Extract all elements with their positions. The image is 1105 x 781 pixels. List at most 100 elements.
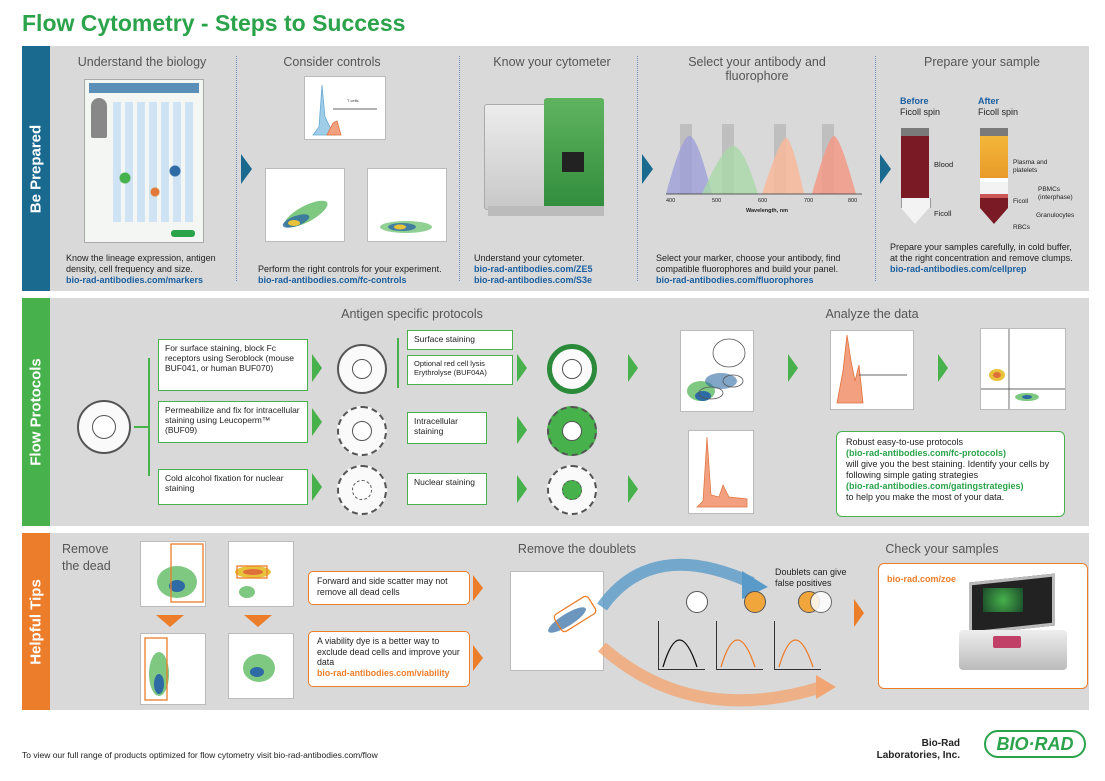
doublet-arc-diagram	[582, 547, 852, 707]
protocol-box: Permeabilize and fix for intracellular s…	[158, 401, 308, 443]
s3e-link[interactable]: bio-rad-antibodies.com/S3e	[474, 275, 593, 285]
arrow-right-icon	[312, 473, 322, 501]
nucleus-icon	[562, 421, 582, 441]
cytometer-image	[484, 98, 612, 222]
svg-text:800: 800	[848, 198, 857, 204]
section-heading: Analyze the data	[825, 307, 919, 321]
svg-text:500: 500	[712, 198, 721, 204]
tube-label: Plasma and platelets	[1013, 159, 1048, 174]
arrow-right-icon	[628, 475, 638, 503]
divider	[637, 56, 638, 281]
arrow-right-icon	[517, 416, 527, 444]
stain-box: Nuclear staining	[407, 473, 487, 505]
doublet-note: Doublets can give false positives	[775, 567, 847, 588]
tube-label: PBMCs (interphase)	[1038, 186, 1073, 201]
bracket	[148, 358, 150, 476]
ze5-link[interactable]: bio-rad-antibodies.com/ZE5	[474, 264, 593, 274]
footer-text: To view our full range of products optim…	[22, 750, 378, 760]
info-box: Robust easy-to-use protocols (bio-rad-an…	[836, 431, 1065, 517]
stained-cell-icon	[547, 465, 597, 515]
page-title: Flow Cytometry - Steps to Success	[22, 10, 406, 36]
be-prepared-label: Be Prepared	[22, 46, 50, 291]
svg-text:400: 400	[666, 198, 675, 204]
tube-before	[901, 128, 931, 224]
tube-label: Granulocytes	[1036, 212, 1075, 219]
svg-text:T cells: T cells	[347, 98, 358, 103]
step-text: Select your marker, choose your antibody…	[656, 253, 841, 285]
stained-nucleus-icon	[562, 480, 582, 500]
step-text: Understand your cytometer.bio-rad-antibo…	[474, 253, 593, 285]
arrow-down-icon	[156, 615, 184, 627]
svg-text:700: 700	[804, 198, 813, 204]
live-cell-plot	[228, 633, 294, 699]
tube-after	[980, 128, 1008, 224]
cellprep-link[interactable]: bio-rad-antibodies.com/cellprep	[890, 264, 1027, 274]
tube-label: Ficoll	[1013, 198, 1029, 205]
analysis-histogram	[830, 330, 914, 410]
arrow-right-icon	[473, 645, 483, 671]
helpful-tips-band: Helpful Tips Remove the dead Forward and…	[22, 533, 1089, 710]
controls-scatter-1	[265, 168, 345, 242]
flow-protocols-label: Flow Protocols	[22, 298, 50, 526]
arrow-right-icon	[312, 354, 322, 382]
step-heading: Know your cytometer	[493, 55, 611, 69]
svg-text:Wavelength, nm: Wavelength, nm	[746, 208, 788, 214]
divider	[236, 56, 237, 281]
zoe-link[interactable]: bio-rad.com/zoe	[887, 574, 957, 584]
fc-protocols-link[interactable]: (bio-rad-antibodies.com/fc-protocols)	[846, 448, 1007, 458]
tube-label: Blood	[934, 160, 954, 169]
arrow-down-icon	[244, 615, 272, 627]
viability-link[interactable]: bio-rad-antibodies.com/viability	[317, 667, 450, 678]
arrow-right-icon	[854, 599, 864, 627]
viability-plot	[228, 541, 294, 607]
nucleus-icon	[562, 359, 582, 379]
be-prepared-band: Be Prepared Understand the biology Know …	[22, 46, 1089, 291]
section-heading: Remove the doublets	[517, 542, 637, 556]
markers-link[interactable]: bio-rad-antibodies.com/markers	[66, 275, 204, 285]
nucleus-icon	[352, 359, 372, 379]
stain-box: Surface staining	[407, 330, 513, 350]
arrow-right-icon	[938, 354, 948, 382]
gated-plot	[140, 633, 206, 705]
stained-cell-icon	[744, 591, 766, 613]
fc-controls-link[interactable]: bio-rad-antibodies.com/fc-controls	[258, 275, 407, 285]
gating-strategies-link[interactable]: (bio-rad-antibodies.com/gatingstrategies…	[846, 481, 1024, 491]
arrow-right-icon	[473, 575, 483, 601]
helpful-tips-label: Helpful Tips	[22, 533, 50, 710]
nucleus-icon	[92, 415, 116, 439]
step-heading: Consider controls	[283, 55, 381, 69]
stain-box: Intracellular staining	[407, 412, 487, 444]
gating-scatter-plot	[680, 330, 754, 412]
doublet-icon	[810, 591, 832, 613]
tube-label: Ficoll	[934, 209, 952, 218]
divider	[459, 56, 460, 281]
bracket	[134, 426, 148, 428]
step-text: Prepare your samples carefully, in cold …	[890, 242, 1073, 274]
peak-plot	[658, 621, 705, 670]
tip-box: A viability dye is a better way to exclu…	[308, 631, 470, 687]
peak-plot	[716, 621, 763, 670]
protocol-box: Cold alcohol fixation for nuclear staini…	[158, 469, 308, 505]
controls-histogram: T cells	[304, 76, 386, 140]
lineage-poster-image	[84, 79, 204, 243]
nucleus-icon	[352, 421, 372, 441]
tube-label: RBCs	[1013, 224, 1030, 231]
arrow-right-icon	[241, 154, 252, 184]
stain-box: Optional red cell lysis Erythrolyse (BUF…	[407, 355, 513, 385]
svg-text:600: 600	[758, 198, 767, 204]
bracket	[397, 338, 399, 388]
fluorophore-spectra: 400 500 600 700 800 Wavelength, nm	[662, 124, 870, 214]
arrow-right-icon	[517, 354, 527, 382]
zoe-imager-image	[959, 573, 1069, 678]
section-heading: Check your samples	[885, 542, 999, 556]
step-heading: Prepare your sample	[923, 55, 1041, 69]
dna-histogram	[688, 430, 754, 514]
protocol-box: For surface staining, block Fc receptors…	[158, 339, 308, 391]
arrow-right-icon	[642, 154, 653, 184]
quadrant-plot	[980, 328, 1066, 410]
peak-plot	[774, 621, 821, 670]
fluorophores-link[interactable]: bio-rad-antibodies.com/fluorophores	[656, 275, 814, 285]
